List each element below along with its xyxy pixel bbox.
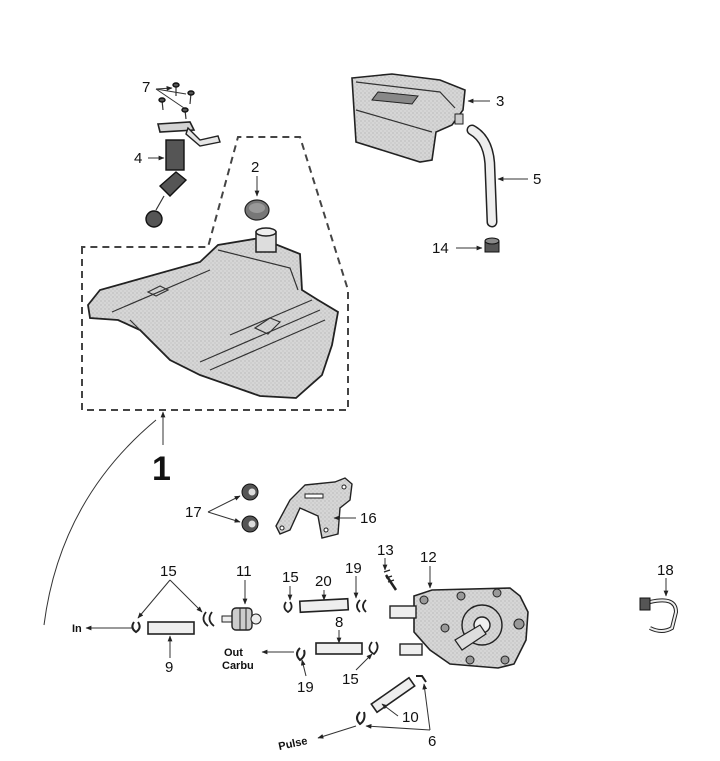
part-3-overflow-tray[interactable] <box>351 73 466 163</box>
part-10-pulse-hose[interactable] <box>370 676 416 714</box>
part-20-hose[interactable] <box>298 597 350 614</box>
label-11: 11 <box>236 563 252 580</box>
part-4-fuel-level-sender[interactable] <box>145 121 221 228</box>
part-13-screw[interactable] <box>383 569 398 591</box>
label-7: 7 <box>142 79 150 96</box>
label-10: 10 <box>402 709 419 726</box>
part-18-clamp[interactable] <box>639 597 679 633</box>
part-16-pump-bracket[interactable] <box>275 477 353 539</box>
label-4: 4 <box>134 150 142 167</box>
label-6: 6 <box>428 733 436 750</box>
label-5: 5 <box>533 171 541 188</box>
label-17: 17 <box>185 504 202 521</box>
reference-labels: 7 4 2 3 5 14 1 17 16 15 11 9 15 20 19 13… <box>72 79 674 753</box>
part-6-clip-upper[interactable] <box>416 675 427 683</box>
label-1: 1 <box>152 450 171 488</box>
label-9: 9 <box>165 659 173 676</box>
label-13: 13 <box>377 542 394 559</box>
label-3: 3 <box>496 93 504 110</box>
part-6-clip-lower[interactable] <box>356 711 366 726</box>
label-2: 2 <box>251 159 259 176</box>
flow-label-in: In <box>72 623 82 635</box>
part-14-grommet[interactable] <box>484 237 500 253</box>
part-7-screws[interactable] <box>155 82 195 120</box>
label-19-upper: 19 <box>345 560 362 577</box>
part-9-hose[interactable] <box>147 621 195 635</box>
part-15-clip-left[interactable] <box>131 621 141 634</box>
part-12-fuel-pump[interactable] <box>389 587 529 669</box>
part-8-hose[interactable] <box>315 642 363 655</box>
label-14: 14 <box>432 240 449 257</box>
label-19-lower: 19 <box>297 679 314 696</box>
part-17-nuts[interactable] <box>241 483 259 533</box>
screw-icon <box>158 82 195 120</box>
part-19-clip-upper[interactable] <box>356 599 367 613</box>
part-11-fuel-filter[interactable] <box>221 607 262 631</box>
part-1-fuel-tank[interactable] <box>87 227 339 399</box>
part-15-clip-lower[interactable] <box>368 641 379 656</box>
part-2-filter-strainer[interactable] <box>244 199 270 221</box>
label-8: 8 <box>335 614 343 631</box>
label-15-lower: 15 <box>342 671 359 688</box>
flow-label-carbu: Carbu <box>222 660 254 672</box>
label-12: 12 <box>420 549 437 566</box>
label-16: 16 <box>360 510 377 527</box>
label-18: 18 <box>657 562 674 579</box>
flow-label-pulse: Pulse <box>277 735 308 753</box>
label-15-left: 15 <box>160 563 177 580</box>
flow-label-out: Out <box>224 647 243 659</box>
tank-assembly-outline <box>81 136 349 411</box>
part-19-clip-lower[interactable] <box>296 647 306 662</box>
part-15-clip-upper[interactable] <box>283 601 293 614</box>
label-20: 20 <box>315 573 332 590</box>
part-5-drain-hose[interactable] <box>466 124 498 228</box>
part-15-clip-right[interactable] <box>202 611 215 627</box>
label-15-upper: 15 <box>282 569 299 586</box>
leader-lines <box>43 98 669 739</box>
